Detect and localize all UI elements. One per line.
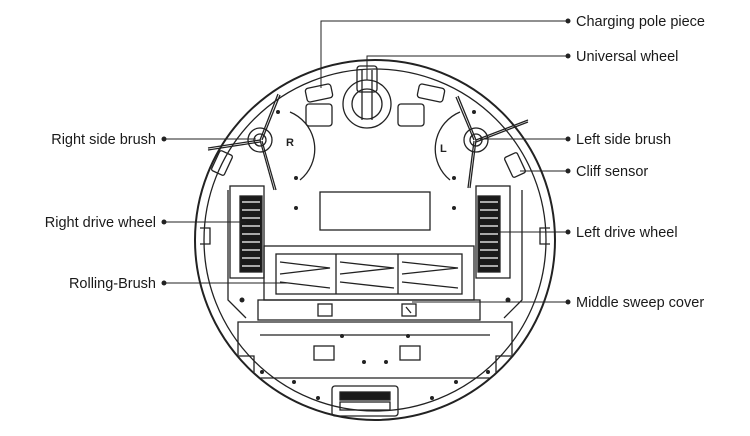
charging-pole-pieces — [304, 83, 446, 127]
label-left-side-brush: Left side brush — [576, 132, 671, 148]
left-brush-mark: L — [440, 143, 447, 155]
left-side-brush-drawing — [434, 95, 529, 189]
label-charging-pole-piece: Charging pole piece — [576, 14, 705, 30]
callout-dots — [161, 18, 571, 305]
right-drive-wheel-drawing — [229, 185, 265, 279]
screw-dots — [239, 110, 511, 400]
rolling-brush-drawing — [263, 245, 475, 301]
right-brush-mark: R — [286, 137, 294, 149]
center-label-recess — [319, 191, 431, 231]
right-side-brush-drawing — [207, 93, 316, 191]
label-left-drive-wheel: Left drive wheel — [576, 225, 678, 241]
callout-lines — [166, 20, 566, 303]
lower-panel-details — [313, 345, 421, 417]
universal-wheel — [342, 65, 392, 129]
label-right-drive-wheel: Right drive wheel — [45, 215, 156, 231]
middle-sweep-cover-drawing — [257, 299, 481, 321]
label-cliff-sensor: Cliff sensor — [576, 164, 648, 180]
label-middle-sweep-cover: Middle sweep cover — [576, 295, 704, 311]
label-universal-wheel: Universal wheel — [576, 49, 678, 65]
leader-universal-wheel — [366, 55, 566, 80]
leader-charging-pole-piece — [320, 20, 566, 88]
label-right-side-brush: Right side brush — [51, 132, 156, 148]
label-rolling-brush: Rolling-Brush — [69, 276, 156, 292]
